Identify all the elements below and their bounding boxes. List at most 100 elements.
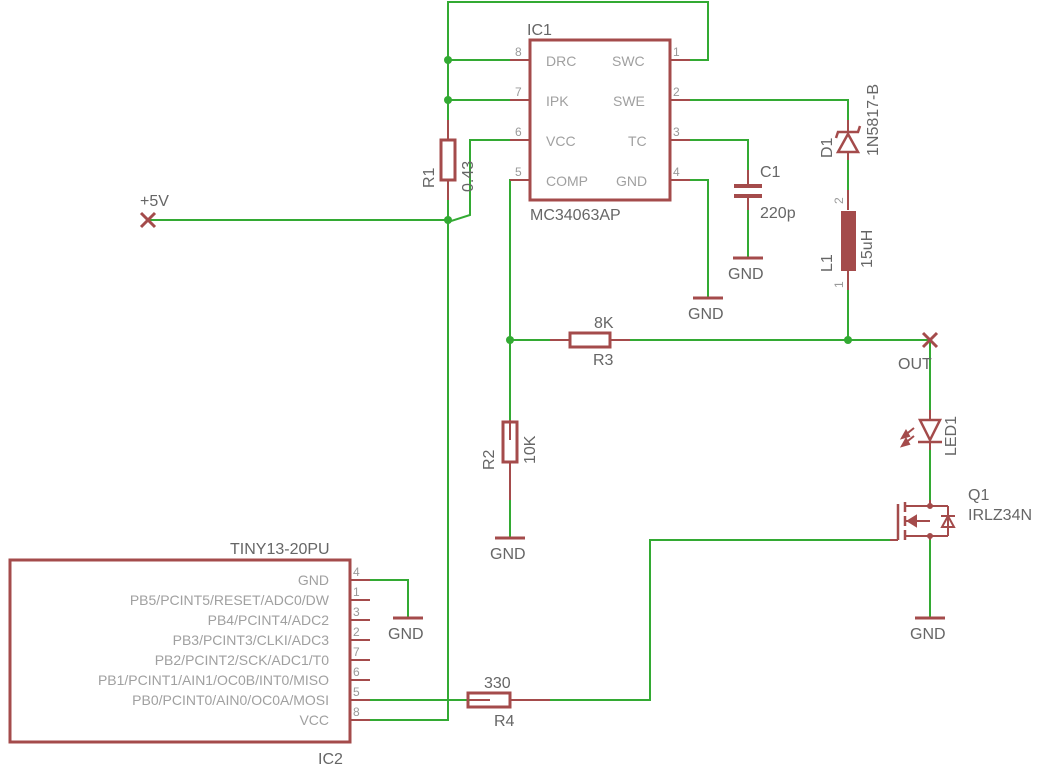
junction-dot (506, 336, 514, 344)
ic2-pin-name: GND (298, 572, 329, 588)
ic2-pin: 8 VCC (299, 705, 370, 728)
r3[interactable]: 8K R3 (550, 315, 630, 369)
ic1-pin-right: 3 TC (628, 125, 690, 149)
l1-ref: L1 (819, 254, 836, 272)
junction-dot (844, 336, 852, 344)
r4[interactable]: 330 R4 (466, 675, 550, 730)
d1-value: 1N5817-B (865, 84, 882, 156)
wire-ic1-gnd (689, 179, 709, 298)
wire-ic2-gnd (369, 579, 409, 619)
ic1-pin-left: 7 IPK (510, 85, 569, 109)
ic2[interactable]: TINY13-20PU IC2 4 GND 1 PB5/PCINT5/RESET… (8, 541, 370, 768)
ic1-pin-left: 5 COMP (510, 165, 588, 189)
ic2-pin-number: 7 (353, 645, 360, 659)
q1[interactable]: Q1 IRLZ34N (890, 487, 1032, 541)
ic2-pin-name: PB1/PCINT1/AIN1/OC0B/INT0/MISO (98, 672, 329, 688)
ic2-pin-name: PB4/PCINT4/ADC2 (208, 612, 330, 628)
wire-swe (689, 99, 849, 121)
l1-value: 15uH (859, 230, 876, 268)
ic1-pin-name: IPK (546, 93, 569, 109)
ic1[interactable]: IC1 MC34063AP 8 DRC 7 IPK 6 VCC 5 COMP 1… (510, 22, 690, 224)
ic1-pin-number: 2 (673, 85, 680, 99)
l1[interactable]: 2 1 L1 15uH (819, 190, 876, 290)
out-marker: OUT (898, 331, 939, 373)
ic1-ref: IC1 (527, 22, 552, 39)
ic1-pin-name: GND (616, 173, 647, 189)
wires (147, 1, 931, 721)
ic2-pin-name: PB0/PCINT0/AIN0/OC0A/MOSI (132, 692, 329, 708)
c1[interactable]: C1 220p (734, 164, 796, 222)
gnd-label: GND (688, 306, 724, 323)
r1-value: 0.43 (460, 161, 477, 192)
r2[interactable]: R2 10K (481, 420, 539, 500)
ic1-pin-left: 6 VCC (510, 125, 576, 149)
ic2-pin-number: 1 (353, 585, 360, 599)
vin-marker: +5V (139, 193, 169, 229)
d1[interactable]: D1 1N5817-B (819, 84, 882, 160)
ic1-pin-number: 8 (515, 45, 522, 59)
r3-ref: R3 (593, 352, 614, 369)
ic1-pin-right: 2 SWE (613, 85, 690, 109)
c1-ref: C1 (760, 164, 781, 181)
ic2-pin: 7 PB2/PCINT2/SCK/ADC1/T0 (155, 645, 370, 668)
ic1-pin-name: DRC (546, 53, 576, 69)
ic1-pin-name: SWC (612, 53, 645, 69)
ic2-pin: 6 PB1/PCINT1/AIN1/OC0B/INT0/MISO (98, 665, 370, 688)
ic1-pin-name: SWE (613, 93, 645, 109)
gnd-symbol-q1: GND (910, 616, 946, 643)
r4-value: 330 (484, 675, 511, 692)
gnd-symbol-ic2: GND (388, 616, 424, 643)
ic2-pin-name: PB3/PCINT3/CLKI/ADC3 (173, 632, 330, 648)
junctions (444, 56, 852, 344)
ic2-ref: IC2 (318, 751, 343, 768)
ic2-pin: 4 GND (298, 565, 370, 588)
ic2-pin-name: PB2/PCINT2/SCK/ADC1/T0 (155, 652, 329, 668)
ic1-pin-number: 1 (673, 45, 680, 59)
ic2-pin-number: 4 (353, 565, 360, 579)
ic2-pin-number: 2 (353, 625, 360, 639)
ic2-pin: 3 PB4/PCINT4/ADC2 (208, 605, 370, 628)
q1-value: IRLZ34N (968, 507, 1032, 524)
ic1-pin-number: 4 (673, 165, 680, 179)
ic1-pin-number: 5 (515, 165, 522, 179)
r3-value: 8K (594, 315, 614, 332)
led1[interactable]: LED1 (899, 410, 960, 456)
r2-ref: R2 (481, 449, 498, 470)
wire-vcc (446, 139, 511, 224)
ic1-pin-name: COMP (546, 173, 588, 189)
ic1-pin-name: TC (628, 133, 647, 149)
ic2-pin-number: 6 (353, 665, 360, 679)
q1-ref: Q1 (968, 487, 989, 504)
l1-pin-number: 1 (832, 281, 846, 288)
ic2-pin-name: VCC (299, 712, 329, 728)
c1-value: 220p (760, 205, 796, 222)
ic2-pin-number: 3 (353, 605, 360, 619)
ic2-pin-number: 5 (353, 685, 360, 699)
wire-swc-loop (447, 1, 709, 61)
r1[interactable]: R1 0.43 (421, 120, 477, 200)
ic2-part: TINY13-20PU (230, 541, 330, 558)
r2-value: 10K (522, 435, 539, 464)
r4-ref: R4 (494, 713, 515, 730)
gnd-symbol-c1: GND (728, 256, 764, 283)
gnd-label: GND (388, 626, 424, 643)
junction-dot (444, 56, 452, 64)
ic1-pin-right: 1 SWC (612, 45, 690, 69)
wire-tc (689, 139, 749, 171)
ic2-pin: 2 PB3/PCINT3/CLKI/ADC3 (173, 625, 370, 648)
ic2-pin: 1 PB5/PCINT5/RESET/ADC0/DW (130, 585, 370, 608)
ic2-pin-name: PB5/PCINT5/RESET/ADC0/DW (130, 592, 330, 608)
junction-dot (444, 216, 452, 224)
r1-ref: R1 (421, 167, 438, 188)
ic1-part: MC34063AP (530, 207, 621, 224)
ic2-pin: 5 PB0/PCINT0/AIN0/OC0A/MOSI (132, 685, 370, 708)
gnd-label: GND (728, 266, 764, 283)
vin-label: +5V (140, 193, 169, 210)
ic1-pin-number: 6 (515, 125, 522, 139)
ic1-pin-right: 4 GND (616, 165, 690, 189)
led1-ref: LED1 (943, 416, 960, 456)
junction-dot (444, 96, 452, 104)
d1-ref: D1 (819, 137, 836, 158)
ic1-pin-number: 3 (673, 125, 680, 139)
